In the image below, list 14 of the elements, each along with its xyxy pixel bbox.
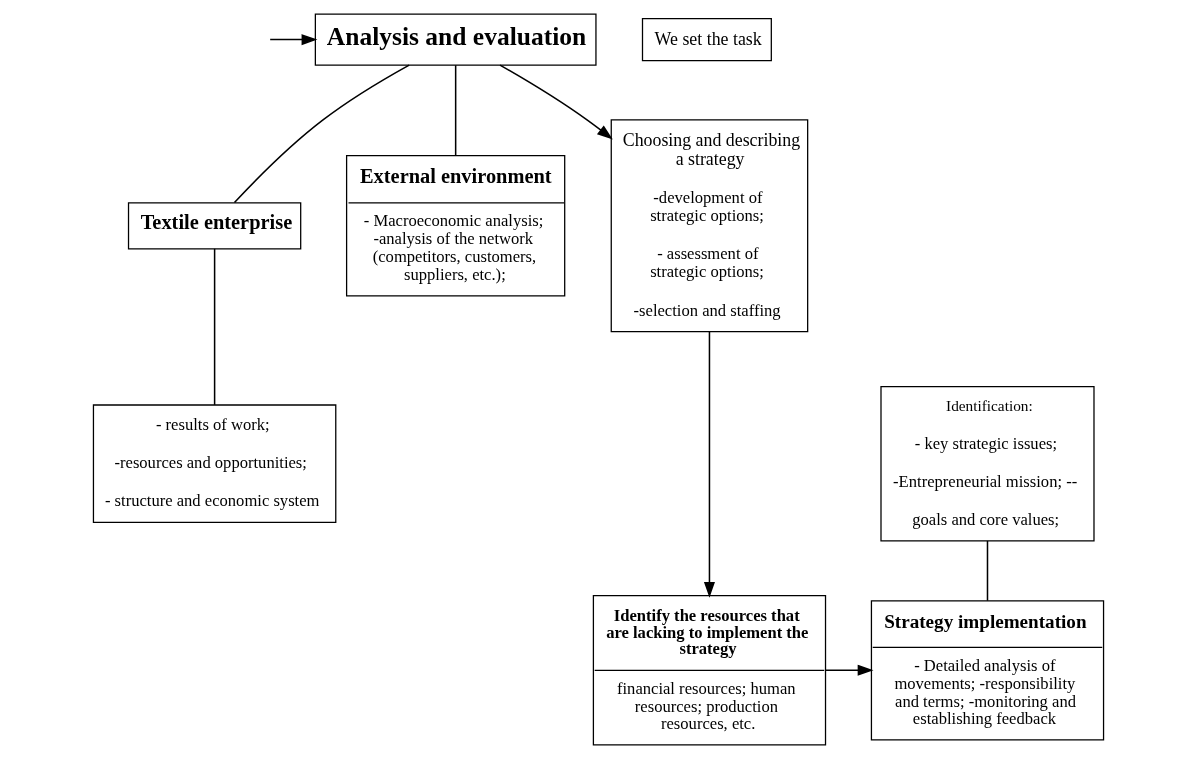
connector bbox=[454, 64, 457, 156]
connector bbox=[986, 539, 989, 601]
node-box: Textile enterprise bbox=[127, 201, 302, 249]
arrow bbox=[269, 33, 318, 45]
connector bbox=[213, 247, 216, 406]
node-box: We set the task bbox=[641, 17, 772, 61]
node-box: - results of work; -resources and opportunities; - structure and economic system bbox=[92, 403, 337, 523]
arrow bbox=[703, 330, 715, 598]
node-box: Analysis and evaluation bbox=[314, 12, 597, 66]
arrow bbox=[499, 63, 613, 139]
arrow bbox=[824, 664, 874, 676]
connector bbox=[233, 63, 410, 203]
node-box: Identification: - key strategic issues; -Entrepreneurial mission; -- goals and core values; bbox=[880, 385, 1095, 541]
node-box: Choosing and describing a strategy -development of strategic options; - assessment of strategic options; -selection and staffing bbox=[610, 118, 809, 332]
